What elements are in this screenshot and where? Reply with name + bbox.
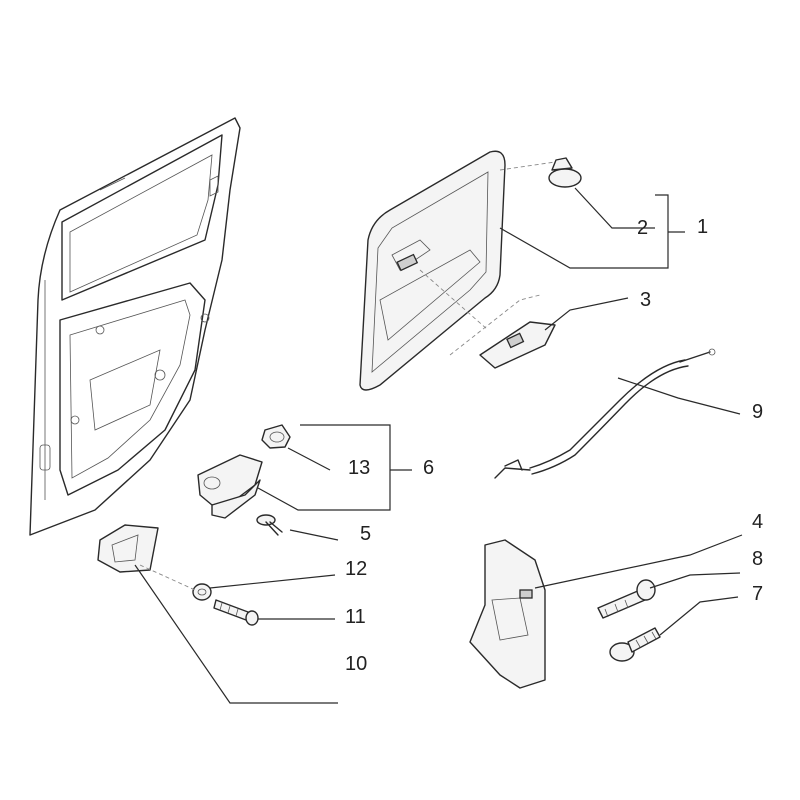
callout-10: 10 (345, 653, 367, 675)
leader-lines (134, 187, 743, 704)
clip-13 (261, 424, 291, 449)
nut-12 (192, 583, 212, 601)
door-shell (29, 117, 241, 536)
callout-13: 13 (348, 457, 370, 479)
bolt-7 (609, 627, 661, 662)
door-trim-panel (359, 150, 506, 391)
callout-2: 2 (637, 217, 648, 239)
pillar-cover (469, 539, 546, 689)
door-cable (494, 348, 716, 479)
callout-9: 9 (752, 401, 763, 423)
callout-7: 7 (752, 583, 763, 605)
callout-5: 5 (360, 523, 371, 545)
callout-11: 11 (345, 606, 366, 628)
callout-8: 8 (752, 548, 763, 570)
inner-handle-assembly (197, 454, 263, 519)
callout-4: 4 (752, 511, 763, 533)
trim-fastener-pin (548, 157, 582, 188)
screw-5 (256, 514, 283, 536)
bolt-8 (597, 579, 656, 619)
callout-labels: 1 2 3 9 13 6 5 4 8 12 7 11 10 (345, 216, 763, 675)
callout-3: 3 (640, 289, 651, 311)
alignment-lines (139, 161, 556, 591)
handle-bezel (97, 524, 159, 573)
callout-1: 1 (697, 216, 708, 238)
callout-12: 12 (345, 558, 367, 580)
bolt-11 (213, 599, 259, 626)
window-switch (479, 321, 556, 369)
callout-6: 6 (423, 457, 434, 479)
